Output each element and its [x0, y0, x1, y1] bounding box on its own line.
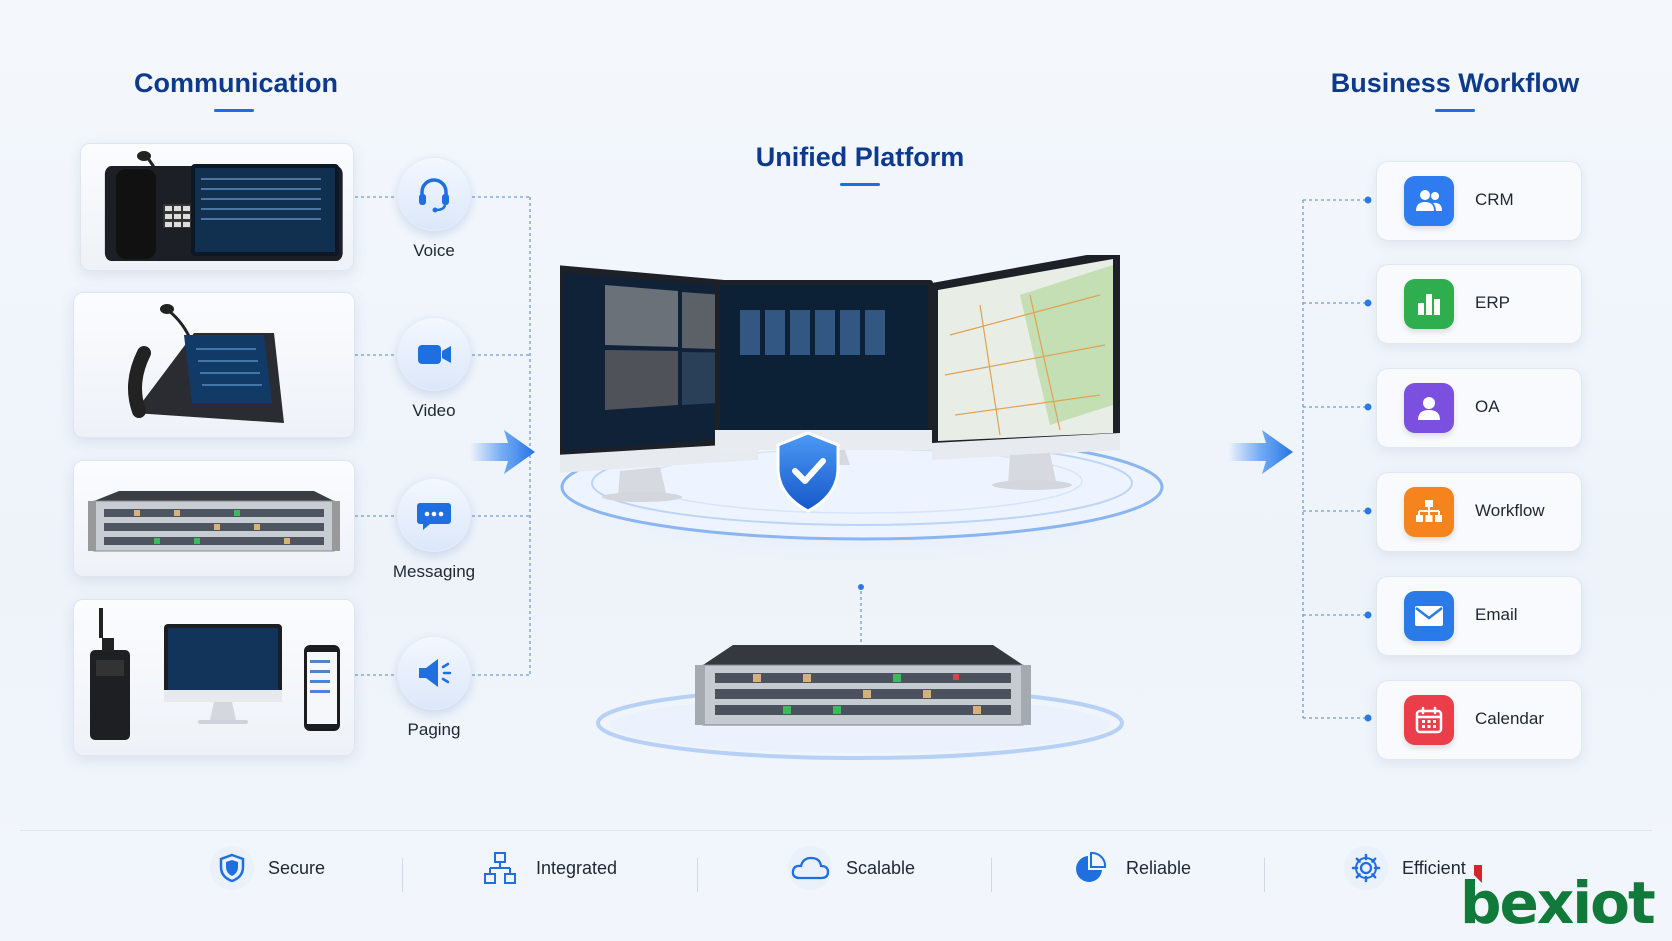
footer-separator [1264, 858, 1265, 892]
pie-chart-icon [1068, 846, 1112, 890]
feature-label: Efficient [1402, 857, 1466, 878]
footer-divider [20, 830, 1652, 831]
network-icon [478, 846, 522, 890]
gateway-image [88, 491, 340, 552]
channel-label: Paging [407, 720, 461, 739]
endpoints-image [90, 608, 340, 740]
title-underline [840, 183, 880, 186]
app-card-erp[interactable]: ERP [1376, 264, 1582, 344]
app-card-email[interactable]: Email [1376, 576, 1582, 656]
monitor-center [715, 280, 933, 465]
users-icon [1404, 176, 1454, 226]
org-chart-icon [1404, 487, 1454, 537]
chat-bubble-icon [397, 478, 471, 552]
title-underline [214, 109, 254, 112]
app-label: ERP [1475, 293, 1510, 312]
feature-reliable: Reliable [1068, 846, 1191, 890]
feature-label: Reliable [1126, 857, 1192, 878]
channel-messaging[interactable]: Messaging [379, 478, 489, 582]
gear-icon [1344, 846, 1388, 890]
app-label: CRM [1475, 190, 1514, 209]
envelope-icon [1404, 591, 1454, 641]
app-label: Email [1475, 605, 1518, 624]
business-workflow-title-text: Business Workflow [1330, 68, 1580, 98]
app-card-crm[interactable]: CRM [1376, 161, 1582, 241]
channel-label: Messaging [392, 562, 476, 581]
video-camera-icon [397, 317, 471, 391]
user-icon [1404, 383, 1454, 433]
app-card-oa[interactable]: OA [1376, 368, 1582, 448]
channel-voice[interactable]: Voice [379, 157, 489, 261]
feature-label: Secure [268, 857, 326, 878]
video-phone-image [128, 304, 284, 423]
feature-scalable: Scalable [788, 846, 915, 890]
desk-phone-card [80, 143, 354, 271]
feature-secure: Secure [210, 846, 325, 890]
channel-label: Video [412, 401, 456, 420]
channel-video[interactable]: Video [379, 317, 489, 421]
app-label: Workflow [1475, 501, 1545, 520]
megaphone-icon [397, 636, 471, 710]
footer-separator [991, 858, 992, 892]
unified-platform-title: Unified Platform [740, 142, 980, 186]
title-underline [1435, 109, 1475, 112]
endpoints-card [73, 599, 355, 756]
bar-chart-icon [1404, 279, 1454, 329]
left-arrow [470, 430, 535, 474]
app-label: OA [1475, 397, 1500, 416]
bexiot-logo-mark: bexiot [1460, 865, 1657, 937]
monitor-right [932, 255, 1120, 490]
feature-label: Integrated [536, 857, 618, 878]
app-card-calendar[interactable]: Calendar [1376, 680, 1582, 760]
channel-label: Voice [413, 241, 455, 260]
right-arrow [1228, 430, 1293, 474]
calendar-icon [1404, 695, 1454, 745]
unified-platform-title-text: Unified Platform [755, 142, 965, 172]
headset-icon [397, 157, 471, 231]
business-workflow-title: Business Workflow [1325, 68, 1585, 112]
app-label: Calendar [1475, 709, 1544, 728]
feature-efficient: Efficient [1344, 846, 1466, 890]
feature-label: Scalable [846, 857, 916, 878]
communication-title-text: Communication [134, 68, 339, 98]
server-image [695, 645, 1031, 726]
feature-integrated: Integrated [478, 846, 617, 890]
gateway-card [73, 460, 355, 577]
monitor-left [560, 265, 758, 502]
app-card-workflow[interactable]: Workflow [1376, 472, 1582, 552]
cloud-icon [788, 846, 832, 890]
video-phone-card [73, 292, 355, 438]
channel-paging[interactable]: Paging [379, 636, 489, 740]
unified-platform-illustration [560, 255, 1164, 760]
footer-separator [697, 858, 698, 892]
svg-text:bexiot: bexiot [1460, 869, 1655, 935]
bexiot-logo: bexiot [1460, 865, 1660, 940]
desk-phone-image [104, 151, 343, 261]
shield-icon [776, 431, 840, 513]
communication-title: Communication [134, 68, 338, 112]
footer-separator [402, 858, 403, 892]
shield-icon [210, 846, 254, 890]
